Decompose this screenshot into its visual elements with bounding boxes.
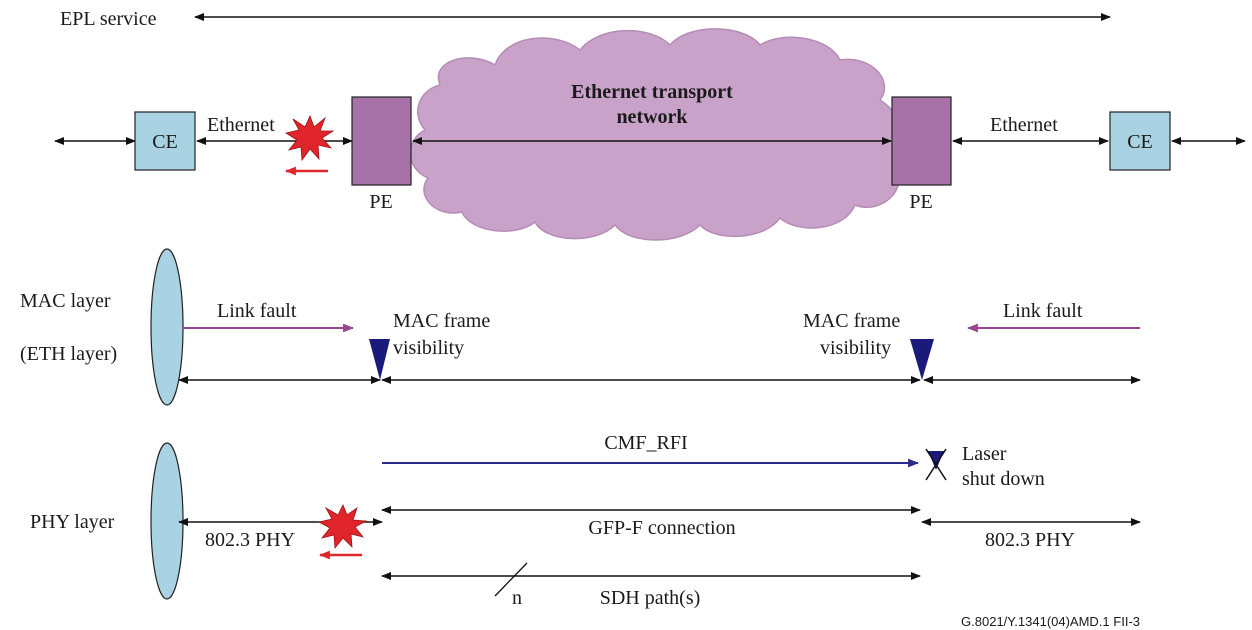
ce-left-box — [134, 111, 196, 171]
pe-left-box — [351, 96, 412, 186]
mac-vis-right-line2: visibility — [820, 337, 891, 359]
mac-vis-left-triangle — [369, 339, 390, 380]
network-label-line1: Ethernet transport — [571, 81, 733, 103]
sdh-path-n-slash — [494, 562, 528, 597]
ce-right-label: CE — [1127, 131, 1153, 153]
sdh-n-label: n — [512, 587, 522, 609]
phy-right-label: 802.3 PHY — [985, 529, 1075, 551]
pe-right-label: PE — [909, 191, 932, 213]
phy-left-label: 802.3 PHY — [205, 529, 295, 551]
phy-layer-label: PHY layer — [30, 511, 115, 533]
pe-left-label: PE — [369, 191, 392, 213]
ce-left-label: CE — [152, 131, 178, 153]
mac-vis-left-line1: MAC frame — [393, 310, 490, 332]
laser-triangle — [928, 451, 944, 470]
laser-label-line1: Laser — [962, 443, 1007, 465]
cmf-rfi-label: CMF_RFI — [604, 432, 687, 454]
ethernet-right-label: Ethernet — [990, 114, 1058, 136]
ce-right-box — [1109, 111, 1171, 171]
pe-right-box — [891, 96, 952, 186]
mac-layer-ellipse — [150, 248, 184, 406]
fault-star-top — [284, 114, 335, 162]
figure-id: G.8021/Y.1341(04)AMD.1 FII-3 — [961, 614, 1140, 629]
mac-layer-label: MAC layer — [20, 290, 111, 312]
epl-service-label: EPL service — [60, 8, 157, 30]
link-fault-right-label: Link fault — [1003, 300, 1083, 322]
mac-vis-right-line1: MAC frame — [803, 310, 900, 332]
gfp-f-label: GFP-F connection — [588, 517, 735, 539]
laser-label-line2: shut down — [962, 468, 1045, 490]
link-fault-left-label: Link fault — [217, 300, 297, 322]
network-label-line2: network — [616, 106, 688, 128]
eth-layer-label: (ETH layer) — [20, 343, 117, 365]
fault-star-bottom — [317, 504, 368, 550]
sdh-path-label: SDH path(s) — [600, 587, 701, 609]
laser-cross-2 — [925, 448, 947, 481]
ethernet-left-label: Ethernet — [207, 114, 275, 136]
mac-vis-right-triangle — [910, 339, 934, 380]
mac-vis-left-line2: visibility — [393, 337, 464, 359]
ethernet-transport-network-cloud — [409, 28, 905, 241]
phy-layer-ellipse — [150, 442, 184, 600]
